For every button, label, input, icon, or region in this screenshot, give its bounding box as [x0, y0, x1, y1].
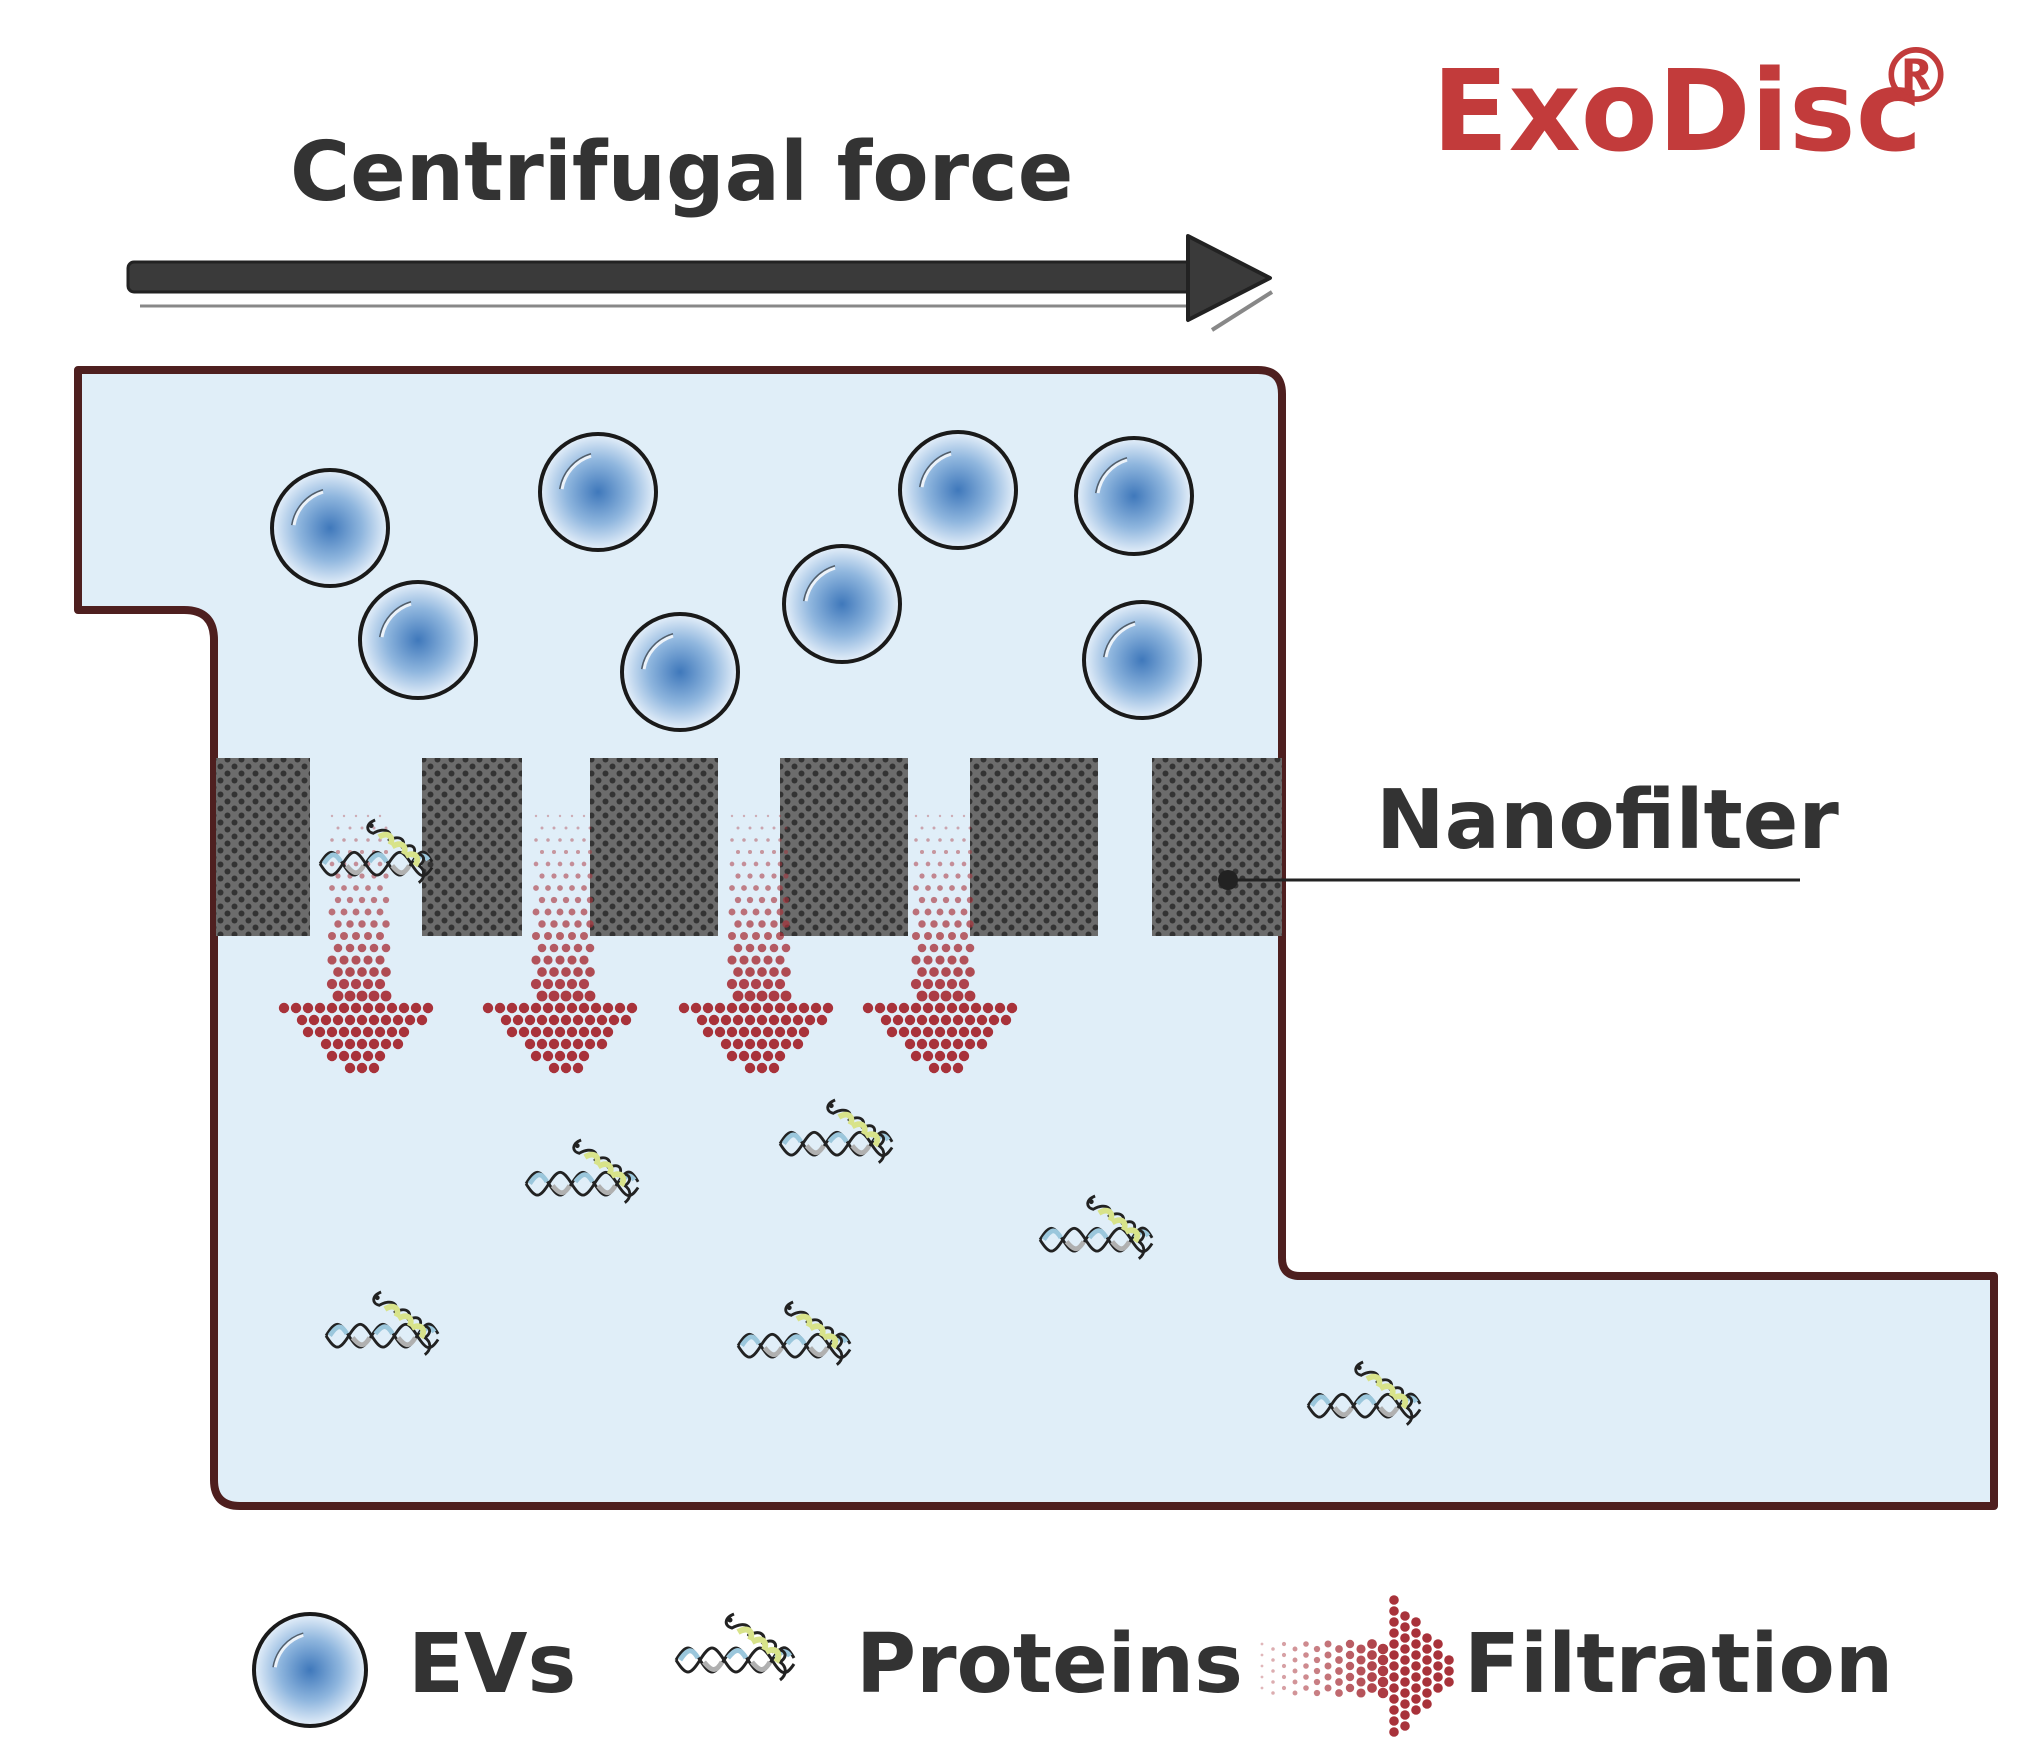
legend: EVs Proteins Filtration [252, 1595, 1893, 1737]
ev-vesicle [898, 430, 1018, 550]
filtration-arrow [862, 814, 1018, 1074]
filter-block [1152, 758, 1282, 936]
filter-block [216, 758, 310, 936]
filtration-arrow [482, 814, 638, 1074]
disc-chamber [74, 366, 1998, 1510]
ev-vesicle [538, 432, 658, 552]
filtration-arrow-icon [1260, 1595, 1454, 1737]
ev-vesicle [358, 580, 478, 700]
force-label: Centrifugal force [290, 125, 1073, 220]
ev-vesicle [252, 1612, 368, 1728]
legend-evs-label: EVs [408, 1617, 576, 1712]
ev-vesicle [1074, 436, 1194, 556]
nanofilter-label: Nanofilter [1376, 773, 1839, 868]
nanofilter [216, 758, 1282, 936]
filtration-arrows [278, 814, 1018, 1074]
filter-block [422, 758, 522, 936]
ev-vesicles [270, 430, 1202, 732]
ev-vesicle [620, 612, 740, 732]
force-arrow-icon [126, 234, 1274, 332]
filtration-arrow [678, 814, 834, 1074]
protein-icon [676, 1614, 794, 1680]
legend-filtration-label: Filtration [1464, 1617, 1893, 1712]
registered-mark: ® [1878, 31, 1954, 120]
ev-vesicle [1082, 600, 1202, 720]
brand-name: ExoDisc [1432, 47, 1922, 177]
filter-block [780, 758, 908, 936]
ev-vesicle [782, 544, 902, 664]
legend-proteins-label: Proteins [856, 1617, 1243, 1712]
nanofilter-callout [1218, 870, 1800, 890]
ev-vesicle [270, 468, 390, 588]
filter-block [590, 758, 718, 936]
filtration-arrow [278, 814, 434, 1074]
vesicle-icon [252, 1612, 368, 1728]
filter-block [970, 758, 1098, 936]
